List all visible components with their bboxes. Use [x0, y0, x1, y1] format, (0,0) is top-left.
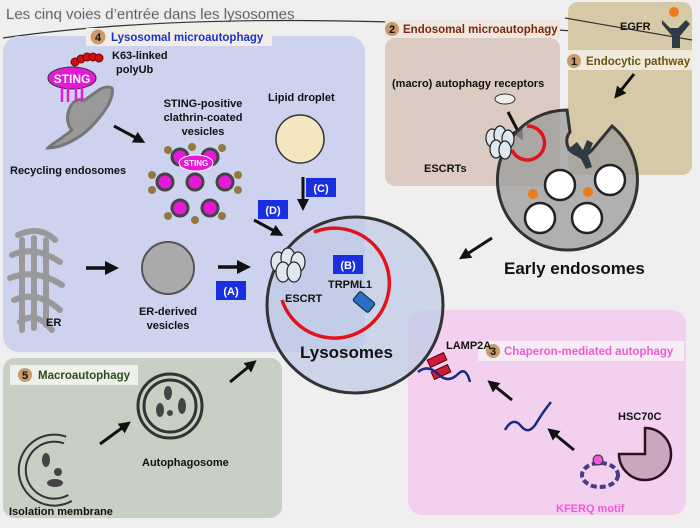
unfolded-protein	[503, 401, 552, 432]
tag-b	[333, 255, 363, 274]
autophagosome-label: Autophagosome	[142, 457, 229, 469]
panel-label-endocytic: 1 Endocytic pathway	[567, 50, 692, 70]
panel-title: Chaperon-mediated autophagy	[504, 346, 674, 358]
autophagy-receptor	[494, 93, 516, 105]
diagram-title: Les cinq voies d’entrée dans les lysosom…	[6, 6, 295, 23]
sting-label: STING	[54, 72, 91, 86]
arrow	[458, 236, 493, 260]
er-derived-vesicle	[141, 241, 195, 295]
trpml1-channel	[352, 291, 376, 313]
tag-b-label: (B)	[340, 260, 356, 272]
sting-vesicles-label: STING-positive	[164, 98, 243, 110]
polyub-label: polyUb	[116, 64, 154, 76]
egfr-receptor-membrane	[662, 20, 690, 48]
arrow	[229, 360, 257, 384]
tag-d-label: (D)	[265, 205, 281, 217]
escrt-label: ESCRT	[285, 293, 323, 305]
kferq-substrate	[580, 454, 620, 489]
trpml1-label: TRPML1	[328, 279, 372, 291]
sting-vesicles-label: clathrin-coated	[164, 112, 243, 124]
arrow	[99, 421, 131, 446]
badge-number: 5	[22, 370, 28, 382]
tag-a	[216, 281, 246, 300]
panel-title: Endosomal microautophagy	[403, 24, 558, 36]
badge-number: 2	[389, 24, 395, 36]
panel-title: Lysosomal microautophagy	[111, 32, 264, 44]
number-badge	[90, 29, 106, 45]
lamp2a-channel	[426, 351, 452, 381]
polyubiquitin-chain	[70, 52, 104, 67]
arrow	[253, 218, 284, 236]
kferq-label: KFERQ motif	[556, 503, 625, 515]
autophagosome	[136, 372, 204, 440]
panel-title: Macroautophagy	[38, 370, 131, 382]
isolation-membrane-label: Isolation membrane	[9, 506, 113, 518]
lysosome	[265, 215, 445, 395]
egfr-receptor	[567, 140, 593, 169]
badge-number: 3	[490, 346, 496, 358]
unfolded-protein	[417, 367, 472, 383]
endocytic-panel	[568, 2, 692, 175]
hsc70c-label: HSC70C	[618, 411, 661, 423]
cma-panel	[408, 310, 686, 515]
badge-number: 4	[95, 32, 102, 44]
arrow	[547, 428, 575, 452]
er-vesicles-label: vesicles	[147, 320, 190, 332]
clathrin-coated-vesicles: STING	[148, 143, 242, 224]
panel-label-lysosomal: 4 Lysosomal microautophagy	[86, 28, 272, 46]
badge-number: 1	[571, 56, 577, 68]
panel-title: Endocytic pathway	[586, 56, 691, 68]
red-membrane	[510, 124, 547, 162]
lamp2a-label: LAMP2A	[446, 340, 491, 352]
escrt-complex	[485, 125, 515, 160]
recycling-endosome: STING	[45, 52, 114, 150]
endoplasmic-reticulum	[7, 228, 65, 333]
er-vesicles-label: ER-derived	[139, 306, 197, 318]
early-endosomes-label: Early endosomes	[504, 259, 645, 278]
panel-label-cma: 3 Chaperon-mediated autophagy	[478, 341, 684, 361]
tag-d	[258, 200, 288, 219]
panel-label-endosomal: 2 Endosomal microautophagy	[385, 20, 560, 38]
isolation-membrane	[17, 433, 73, 507]
arrow	[487, 380, 513, 402]
macro-panel	[3, 358, 282, 518]
er-label: ER	[46, 317, 61, 329]
autophagy-receptors-label: (macro) autophagy receptors	[392, 78, 544, 90]
lipid-droplet-label: Lipid droplet	[268, 92, 335, 104]
sting-vesicles-label: vesicles	[182, 126, 225, 138]
tag-c-label: (C)	[313, 183, 329, 195]
arrow	[614, 73, 636, 99]
membrane-line	[564, 17, 693, 41]
tag-c	[306, 178, 336, 197]
sting-label: STING	[184, 159, 208, 168]
red-membrane	[280, 226, 392, 340]
sting-protein	[47, 66, 97, 90]
escrts-label: ESCRTs	[424, 163, 467, 175]
hsc70c-chaperone	[617, 426, 673, 482]
recycling-endosomes-label: Recycling endosomes	[10, 165, 126, 177]
egfr-label: EGFR	[620, 21, 651, 33]
lysosomes-label: Lysosomes	[300, 343, 393, 362]
panel-label-macro: 5 Macroautophagy	[10, 365, 138, 385]
lipid-droplet	[275, 114, 325, 164]
escrt-complex	[270, 247, 306, 283]
k63-label: K63-linked	[112, 50, 168, 62]
arrow	[113, 124, 146, 143]
tag-a-label: (A)	[223, 286, 239, 298]
intraluminal-vesicles	[523, 163, 627, 235]
